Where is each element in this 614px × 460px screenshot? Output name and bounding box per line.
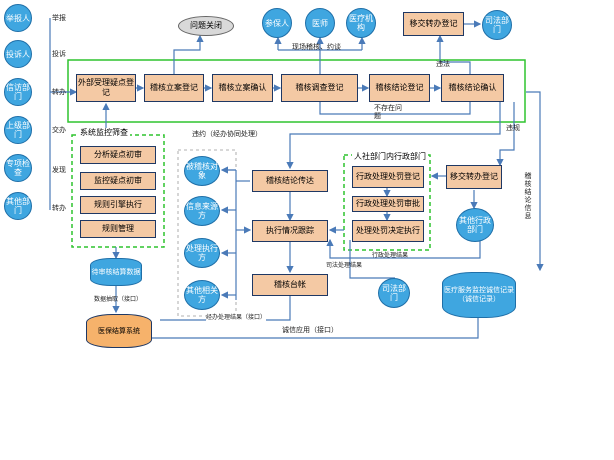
hr-title: 人社部门内行政部门 — [352, 152, 428, 162]
admin-penalty-register[interactable]: 行政处理处罚登记 — [352, 166, 424, 188]
source-complainant[interactable]: 投诉人 — [4, 40, 32, 68]
issue-closed[interactable]: 问题关闭 — [178, 16, 234, 36]
case-register[interactable]: 稽核立案登记 — [144, 74, 204, 102]
credit-record-store[interactable]: 医疗服务监控诚信记录（诚信记录） — [442, 272, 516, 318]
monitor-item-analysis[interactable]: 分析疑点初审 — [80, 146, 156, 164]
no-problem-label: 不存在问题 — [374, 104, 402, 120]
target-other[interactable]: 其他相关方 — [184, 280, 220, 310]
audit-ledger[interactable]: 稽核台帐 — [252, 274, 328, 296]
target-insured[interactable]: 参保人 — [262, 8, 292, 38]
admin-result-label: 行政处理结果 — [372, 252, 409, 259]
action-transfer: 转办 — [52, 88, 66, 96]
conclusion-pass[interactable]: 稽核结论传达 — [252, 170, 328, 192]
action-report: 举报 — [52, 14, 66, 22]
source-inspection[interactable]: 专项检查 — [4, 154, 32, 182]
monitor-item-rules[interactable]: 规则管理 — [80, 220, 156, 238]
conclusion-register[interactable]: 稽核结论登记 — [369, 74, 430, 102]
action-transfer-2: 转办 — [52, 204, 66, 212]
transfer-register-mid[interactable]: 移交转办登记 — [446, 165, 502, 189]
conclusion-confirm[interactable]: 稽核结论确认 — [441, 74, 504, 102]
judicial-top[interactable]: 司法部门 — [482, 10, 512, 40]
other-admin-dept[interactable]: 其他行政部门 — [456, 208, 494, 242]
review-data-store[interactable]: 待审核结算数据 — [90, 258, 142, 286]
target-doctor[interactable]: 医师 — [305, 8, 335, 38]
monitor-item-monitor[interactable]: 监控疑点初审 — [80, 172, 156, 190]
judicial-result-label: 司法处理结果 — [326, 262, 363, 269]
source-reporter[interactable]: 举报人 — [4, 4, 32, 32]
violation-internal-label: 违约（经办协同处理） — [192, 130, 262, 138]
penalty-decision-execute[interactable]: 处理处罚决定执行 — [352, 220, 424, 242]
judicial-bottom[interactable]: 司法部门 — [378, 278, 410, 308]
credit-app-label: 诚信应用（接口） — [282, 326, 338, 334]
handle-result-label: 经办处理结果（接口） — [206, 314, 267, 322]
source-superior[interactable]: 上级部门 — [4, 116, 32, 144]
violation-rule-label: 违规 — [506, 124, 520, 132]
action-assign: 交办 — [52, 126, 66, 134]
data-capture-label: 数据抽取（接口） — [94, 296, 143, 303]
conclusion-info-label: 稽核结论信息 — [524, 172, 532, 220]
crime-label: 违法 — [436, 60, 450, 68]
source-petition[interactable]: 信访部门 — [4, 78, 32, 106]
action-complain: 投诉 — [52, 50, 66, 58]
admin-penalty-approve[interactable]: 行政处理处罚审批 — [352, 196, 424, 212]
source-other[interactable]: 其他部门 — [4, 192, 32, 220]
insurance-system[interactable]: 医保结算系统 — [86, 314, 152, 348]
target-institution[interactable]: 医疗机构 — [346, 8, 376, 38]
transfer-register-top[interactable]: 移交转办登记 — [403, 12, 464, 36]
investigation-register[interactable]: 稽核调查登记 — [281, 74, 358, 102]
main-flow-frame — [67, 59, 526, 123]
target-executor[interactable]: 处理执行方 — [184, 238, 220, 268]
survey-label: 现场稽核、约谈 — [292, 43, 341, 51]
monitor-item-engine[interactable]: 规则引擎执行 — [80, 196, 156, 214]
action-discover: 发现 — [52, 166, 66, 174]
execution-track[interactable]: 执行情况跟踪 — [252, 220, 328, 242]
monitor-title: 系统监控筛查 — [78, 128, 130, 138]
target-audited[interactable]: 被稽核对象 — [184, 156, 220, 186]
external-suspect-register[interactable]: 外部受理疑点登记 — [76, 74, 136, 102]
case-confirm[interactable]: 稽核立案确认 — [212, 74, 273, 102]
target-source[interactable]: 信息来源方 — [184, 196, 220, 226]
